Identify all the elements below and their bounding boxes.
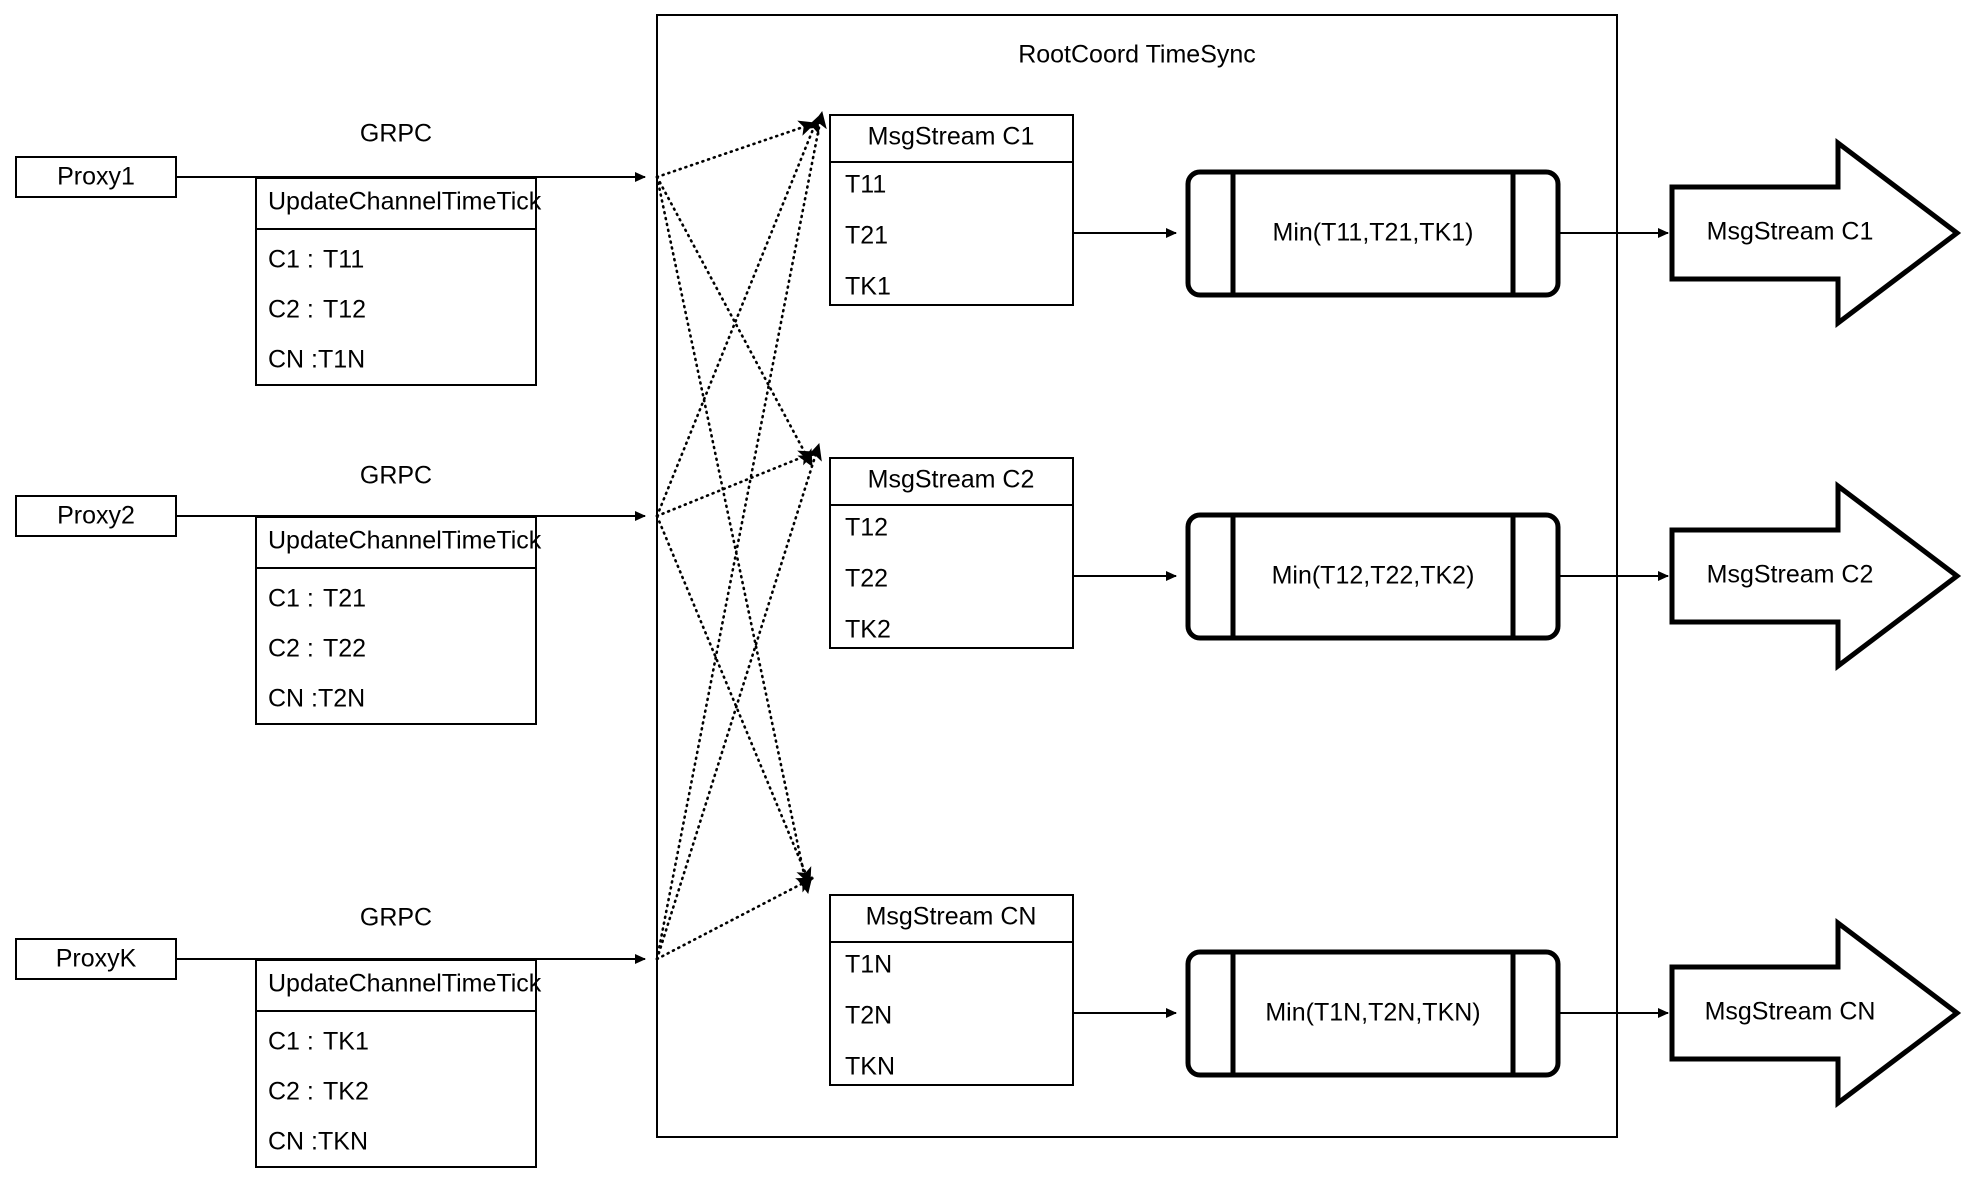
dotted-p2-to-c2: [655, 450, 817, 518]
msgstream-2-tick-3: TK2: [845, 616, 891, 644]
proxy-box-3[interactable]: [15, 938, 177, 980]
timetick-row-1-3-channel: CN :: [268, 346, 318, 374]
msgstream-1-tick-3: TK1: [845, 273, 891, 301]
dotted-p3-to-c1: [655, 110, 827, 961]
dotted-p2-to-cn: [655, 514, 812, 886]
timetick-row-3-2-channel: C2 :: [268, 1078, 314, 1106]
dotted-p1-to-c1: [655, 120, 817, 179]
grpc-label-3: GRPC: [360, 904, 432, 932]
grpc-label-2: GRPC: [360, 462, 432, 490]
grpc-label-1: GRPC: [360, 120, 432, 148]
timetick-row-2-2-channel: C2 :: [268, 635, 314, 663]
msgstream-3-tick-2: T2N: [845, 1002, 892, 1030]
proxy-box-1[interactable]: [15, 156, 177, 198]
timetick-row-1-1-channel: C1 :: [268, 246, 314, 274]
msgstream-header-3: MsgStream CN: [866, 903, 1037, 931]
container-title: RootCoord TimeSync: [1018, 41, 1256, 69]
output-arrow-2: [1669, 480, 1962, 672]
timetick-row-2-1-channel: C1 :: [268, 585, 314, 613]
dotted-p2-to-c1: [655, 115, 820, 518]
msgstream-1-tick-1: T11: [845, 171, 886, 199]
msgstream-box-1: [829, 114, 1074, 306]
timetick-row-1-1-tick: T11: [323, 246, 364, 274]
process-label-1: Min(T11,T21,TK1): [1273, 219, 1474, 247]
timetick-row-3-1-tick: TK1: [323, 1028, 369, 1056]
timetick-header-3: UpdateChannelTimeTick: [268, 970, 542, 998]
dotted-p3-to-c2: [655, 442, 822, 961]
timetick-row-2-1-tick: T21: [323, 585, 366, 613]
msgstream-2-tick-1: T12: [845, 514, 888, 542]
process-label-2: Min(T12,T22,TK2): [1272, 562, 1475, 590]
timetick-row-3-3-tick: TKN: [318, 1128, 368, 1156]
timetick-row-3-2-tick: TK2: [323, 1078, 369, 1106]
timetick-row-2-3-tick: T2N: [318, 685, 365, 713]
proxy-box-2[interactable]: [15, 495, 177, 537]
output-arrow-3: [1669, 917, 1962, 1109]
msgstream-box-3: [829, 894, 1074, 1086]
timetick-row-1-2-channel: C2 :: [268, 296, 314, 324]
proxy-label-2: Proxy2: [57, 502, 135, 530]
output-label-3: MsgStream CN: [1705, 998, 1876, 1026]
timetick-table-1: [255, 177, 537, 386]
timetick-row-1-3-tick: T1N: [318, 346, 365, 374]
dotted-p1-to-cn: [655, 175, 813, 895]
output-label-1: MsgStream C1: [1707, 218, 1874, 246]
proxy-label-3: ProxyK: [56, 945, 137, 973]
timetick-row-3-1-channel: C1 :: [268, 1028, 314, 1056]
timetick-header-2: UpdateChannelTimeTick: [268, 527, 542, 555]
msgstream-1-tick-2: T21: [845, 222, 888, 250]
msgstream-header-2: MsgStream C2: [868, 466, 1035, 494]
timetick-table-2: [255, 516, 537, 725]
msgstream-box-2: [829, 457, 1074, 649]
msgstream-header-1: MsgStream C1: [868, 123, 1035, 151]
timetick-row-2-3-channel: CN :: [268, 685, 318, 713]
output-arrow-1: [1669, 137, 1962, 329]
process-label-3: Min(T1N,T2N,TKN): [1265, 999, 1480, 1027]
timetick-row-1-2-tick: T12: [323, 296, 366, 324]
timetick-header-1: UpdateChannelTimeTick: [268, 188, 542, 216]
timetick-row-3-3-channel: CN :: [268, 1128, 318, 1156]
proxy-label-1: Proxy1: [57, 163, 135, 191]
msgstream-3-tick-3: TKN: [845, 1053, 895, 1081]
timetick-row-2-2-tick: T22: [323, 635, 366, 663]
msgstream-3-tick-1: T1N: [845, 951, 892, 979]
msgstream-2-tick-2: T22: [845, 565, 888, 593]
output-label-2: MsgStream C2: [1707, 561, 1874, 589]
dotted-p3-to-cn: [655, 876, 815, 961]
timetick-table-3: [255, 959, 537, 1168]
